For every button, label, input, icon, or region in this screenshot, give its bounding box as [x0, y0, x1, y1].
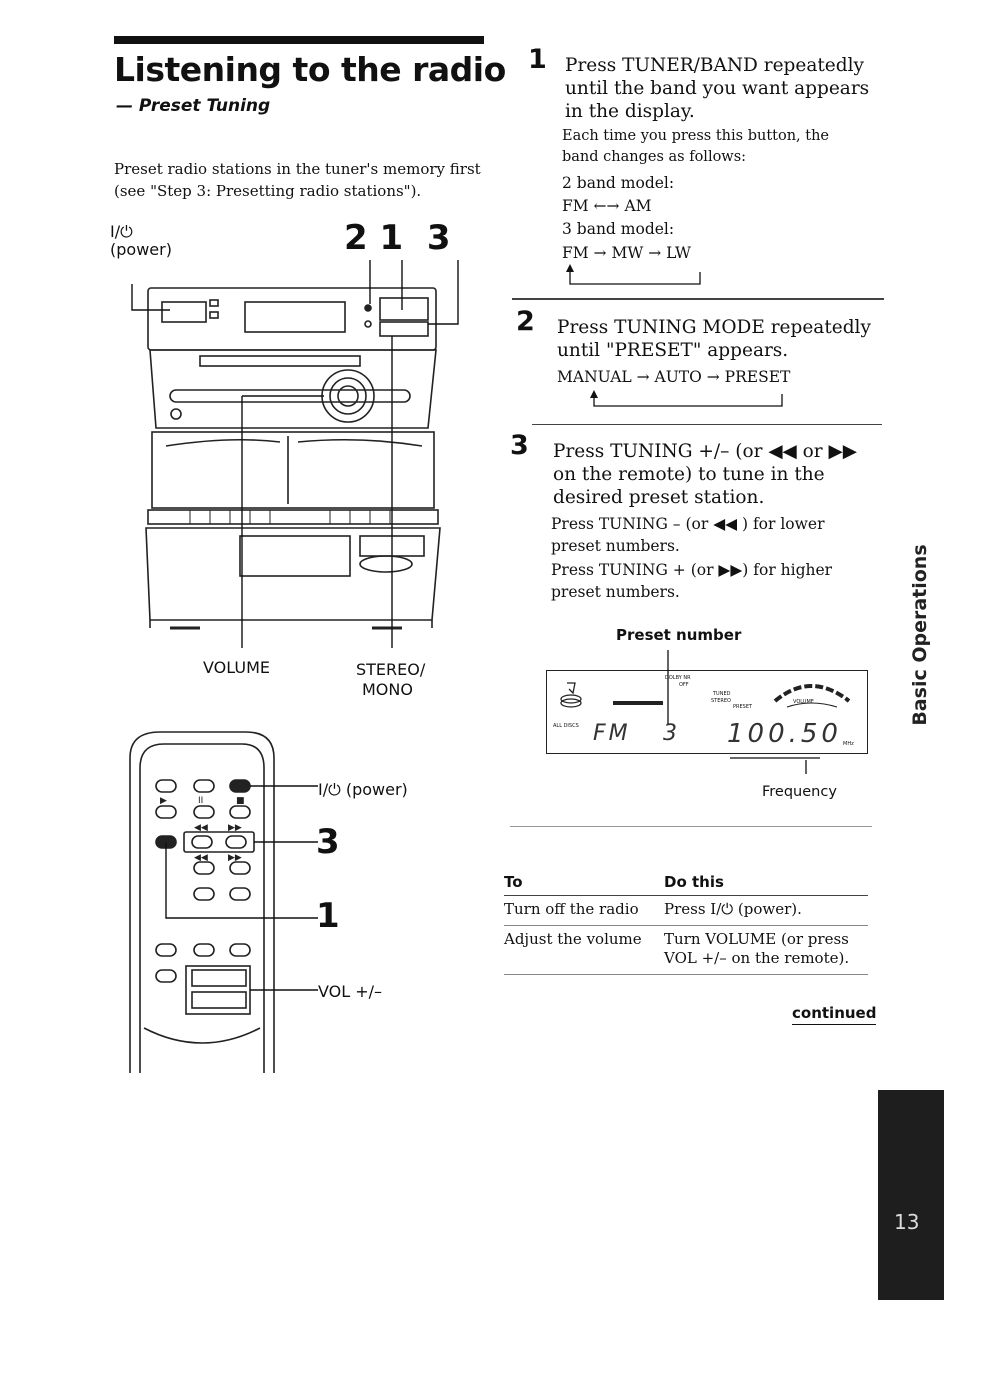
- level-bar: [613, 701, 663, 705]
- tuner-band-button-icon: [379, 297, 429, 321]
- svg-text:◀◀: ◀◀: [194, 853, 208, 863]
- intro-text: Preset radio stations in the tuner's mem…: [114, 160, 481, 200]
- section-side-tab-text: Basic Operations: [909, 544, 931, 726]
- continued-label: continued: [792, 1004, 877, 1025]
- display-off-text: OFF: [679, 682, 689, 688]
- display-band: FM: [593, 721, 631, 746]
- remote-power-label: I/⏻ (power): [318, 780, 408, 799]
- table-row: Turn off the radio Press I/⏻ (power).: [504, 895, 868, 926]
- stereo-mono-label-2: MONO: [362, 680, 413, 699]
- step-1-body: Each time you press this button, the ban…: [562, 128, 830, 165]
- remote-control-illustration: ▶ II ■ ◀◀ ▶▶ ◀◀ ▶▶: [129, 731, 318, 1073]
- svg-text:II: II: [198, 796, 203, 806]
- step-2-number: 2: [516, 306, 535, 337]
- table-header-do-this: Do this: [664, 870, 868, 896]
- tuner-display-panel: DOLBY NR OFF TUNED STEREO PRESET VOLUME …: [546, 670, 868, 754]
- step-2-loop-arrow: [590, 390, 783, 407]
- display-tuned-text: TUNED: [713, 691, 731, 697]
- display-dolby-text: DOLBY NR: [665, 675, 691, 681]
- stereo-unit-illustration: [131, 260, 459, 648]
- remote-vol-label: VOL +/–: [318, 982, 383, 1001]
- page-number: 13: [894, 1210, 920, 1234]
- volume-label: VOLUME: [203, 658, 270, 677]
- step-2-heading: Press TUNING MODE repeatedly until "PRES…: [557, 317, 871, 361]
- disc-stack-icon: [560, 682, 582, 708]
- remote-step-3: 3: [316, 822, 340, 862]
- table-header-to: To: [504, 870, 664, 896]
- unit-power-symbol: I/⏻: [110, 222, 133, 241]
- display-stereo-text: STEREO: [711, 698, 731, 704]
- table-cell-to: Adjust the volume: [504, 925, 664, 975]
- step-1-heading: Press TUNER/BAND repeatedly until the ba…: [565, 55, 870, 122]
- svg-text:▶: ▶: [160, 796, 167, 806]
- step-1-model-2: 2 band model:: [562, 174, 675, 192]
- frequency-label: Frequency: [762, 784, 837, 800]
- display-preset-number: 3: [663, 721, 677, 746]
- unit-power-label: (power): [110, 240, 172, 259]
- step-2-sequence: MANUAL → AUTO → PRESET: [557, 368, 791, 386]
- title-rule: [114, 36, 484, 44]
- table-cell-do: Press I/⏻ (power).: [664, 895, 868, 926]
- volume-arc-icon: [773, 684, 851, 708]
- unit-step-callouts: 2 1 3: [344, 218, 451, 258]
- remote-vol-plus-icon: [191, 969, 247, 987]
- step-3-number: 3: [510, 430, 529, 461]
- table-cell-to: Turn off the radio: [504, 895, 664, 926]
- step-3-heading: Press TUNING +/– (or ◀◀ or ▶▶ on the rem…: [553, 441, 857, 508]
- unit-display-icon: [244, 301, 346, 333]
- svg-text:▶▶: ▶▶: [228, 823, 242, 833]
- page-number-block: 13: [878, 1090, 944, 1300]
- display-leader-lines: [667, 650, 820, 774]
- stereo-mono-label-1: STEREO/: [356, 660, 426, 679]
- remote-vol-minus-icon: [191, 991, 247, 1009]
- step-1-model-3: 3 band model:: [562, 220, 675, 238]
- table-header-row: To Do this: [504, 870, 868, 896]
- section-side-tab: Basic Operations: [905, 540, 935, 730]
- step-3-body-2: Press TUNING + (or ▶▶) for higher preset…: [551, 561, 833, 601]
- display-all-discs-text: ALL DISCS: [553, 723, 579, 729]
- page-title: Listening to the radio: [114, 50, 506, 89]
- tips-table: To Do this Turn off the radio Press I/⏻ …: [504, 870, 868, 975]
- step-divider-1: [512, 298, 884, 300]
- step-3-body-1: Press TUNING – (or ◀◀ ) for lower preset…: [551, 515, 825, 555]
- display-volume-text: VOLUME: [793, 699, 814, 705]
- preset-number-label: Preset number: [616, 626, 742, 644]
- step-1-sequence-3: FM → MW → LW: [562, 244, 691, 262]
- display-unit: MHz: [843, 741, 854, 747]
- table-cell-do: Turn VOLUME (or press VOL +/– on the rem…: [664, 925, 868, 975]
- display-frequency: 100.50: [727, 719, 842, 749]
- table-row: Adjust the volume Turn VOLUME (or press …: [504, 925, 868, 975]
- step-1-loop-arrow: [566, 264, 701, 285]
- svg-text:■: ■: [236, 796, 245, 806]
- step-divider-2: [532, 424, 882, 425]
- svg-text:▶▶: ▶▶: [228, 853, 242, 863]
- page-subtitle: — Preset Tuning: [116, 96, 271, 116]
- remote-step-1: 1: [316, 896, 340, 936]
- display-preset-text: PRESET: [733, 704, 753, 710]
- step-1-sequence-2: FM ←→ AM: [562, 197, 652, 215]
- svg-text:◀◀: ◀◀: [194, 823, 208, 833]
- remote-power-button-icon: [229, 779, 251, 793]
- step-1-number: 1: [528, 44, 547, 75]
- figure-divider: [510, 826, 872, 827]
